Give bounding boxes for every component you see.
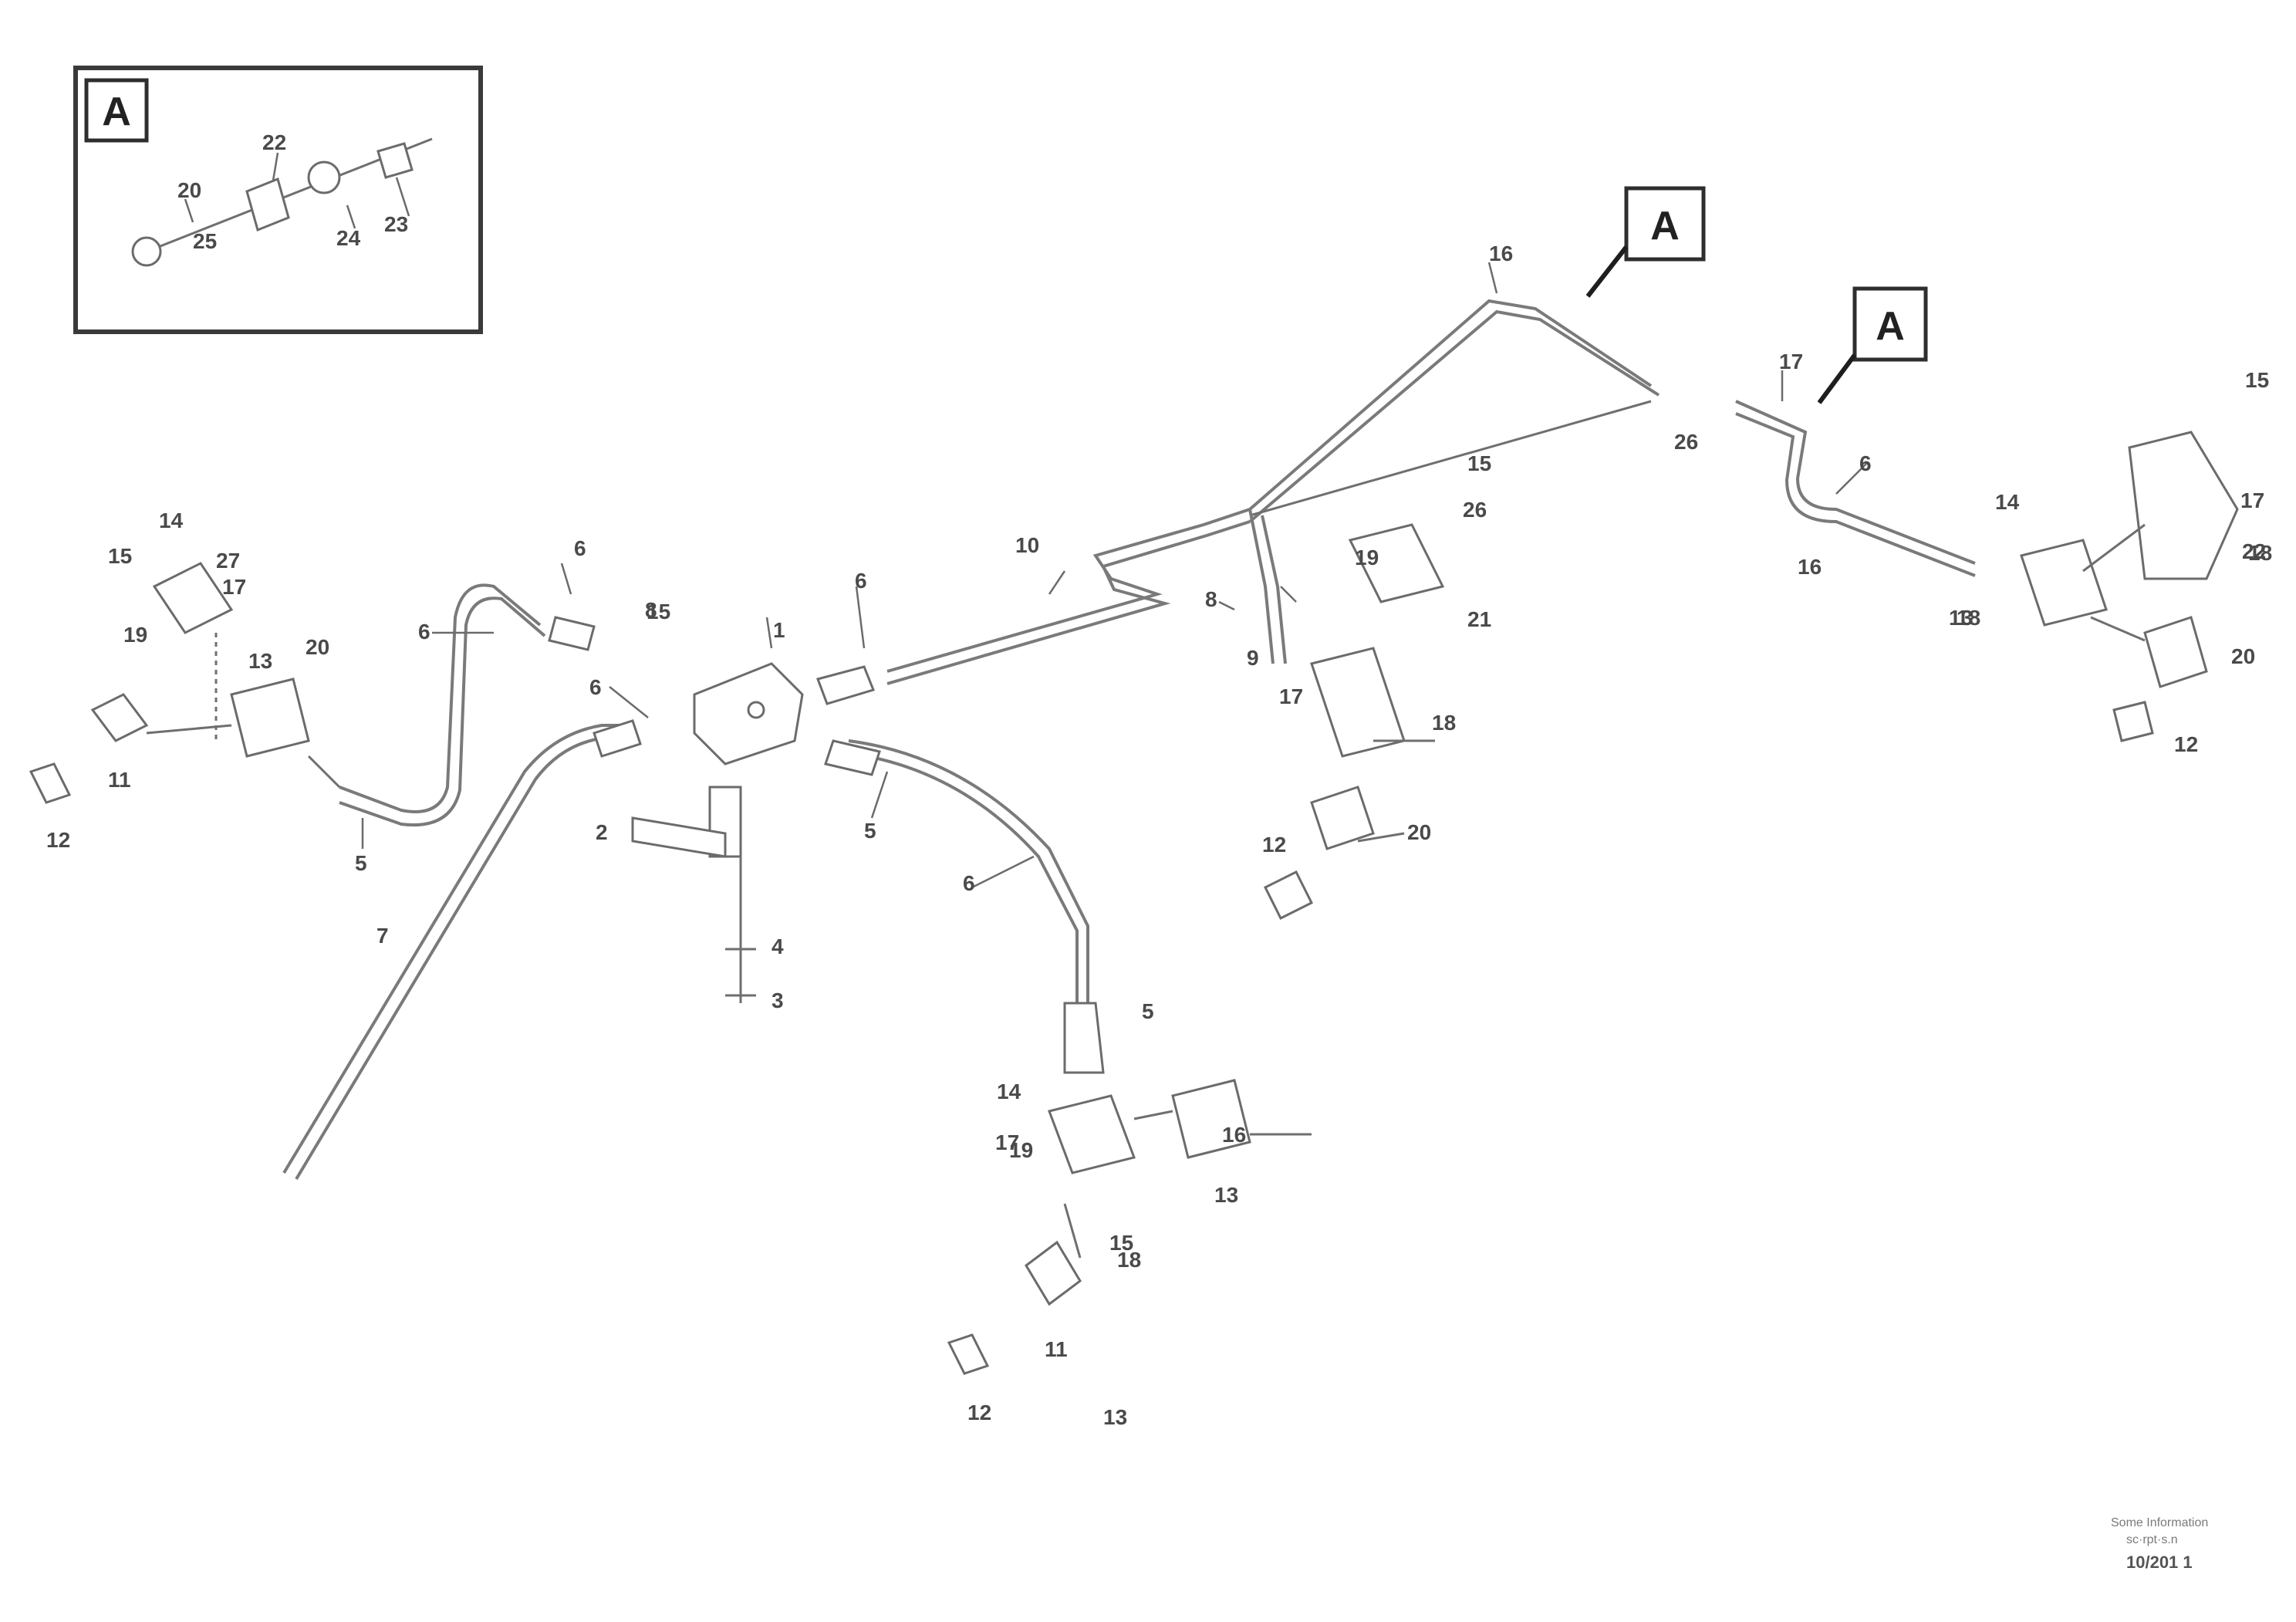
inset-label-22: 22	[262, 130, 286, 154]
reference-marker-a-1: A	[1585, 186, 1706, 298]
label-17e: 17	[2240, 488, 2264, 512]
label-6d: 6	[963, 871, 975, 895]
label-19b: 19	[123, 623, 147, 647]
label-18d: 18	[2248, 541, 2272, 565]
label-6b: 6	[574, 536, 586, 560]
inset-label-24: 24	[336, 226, 361, 250]
label-4: 4	[772, 934, 784, 958]
label-5c: 5	[1142, 999, 1154, 1023]
label-2: 2	[596, 820, 608, 844]
label-15a: 15	[108, 544, 132, 568]
label-22: 22	[2242, 539, 2266, 563]
label-27: 27	[216, 549, 240, 573]
leader-lines	[361, 262, 1868, 889]
label-16a: 16	[1489, 242, 1513, 265]
label-16c: 16	[1798, 555, 1822, 579]
label-5b: 5	[864, 819, 876, 843]
svg-text:A: A	[1650, 204, 1680, 248]
right-cluster	[2020, 431, 2239, 742]
left-cluster	[29, 562, 341, 804]
label-6f: 6	[1859, 451, 1872, 475]
label-3: 3	[772, 988, 784, 1012]
label-17d: 17	[1279, 684, 1303, 708]
label-14c: 14	[1995, 490, 2020, 514]
label-19a: 19	[1355, 546, 1379, 569]
inset-label-23: 23	[384, 212, 408, 236]
stamp-line-3: 10/201 1	[2126, 1553, 2193, 1572]
label-12b: 12	[967, 1401, 991, 1424]
label-26b: 26	[1674, 430, 1698, 454]
label-16b: 16	[1222, 1123, 1246, 1147]
bottom-cluster	[947, 1002, 1312, 1375]
label-17a: 17	[1779, 350, 1803, 373]
label-14a: 14	[159, 509, 184, 532]
label-20a: 20	[2231, 644, 2255, 668]
label-12d: 12	[2174, 732, 2198, 756]
label-14b: 14	[997, 1080, 1021, 1103]
label-17c: 17	[222, 575, 246, 599]
middle-right-cluster	[1263, 523, 1445, 921]
label-6a: 6	[418, 620, 430, 644]
central-valve-block	[548, 616, 881, 1003]
label-1: 1	[773, 618, 785, 642]
label-10: 10	[1015, 533, 1039, 557]
inset-label-20: 20	[177, 178, 201, 202]
label-6e: 6	[855, 569, 867, 593]
part-labels: 1 2 3 4 5 5 5 6 6 6 6 6 6 7 8 8 9 10 11 …	[46, 242, 2272, 1429]
label-6c: 6	[589, 675, 602, 699]
label-21: 21	[1467, 607, 1491, 631]
inset-marker-box	[84, 78, 149, 143]
label-19c: 19	[1009, 1138, 1033, 1162]
label-20c: 20	[306, 635, 329, 659]
label-13d: 13	[1103, 1405, 1127, 1429]
label-18b: 18	[1117, 1248, 1141, 1272]
label-9: 9	[1247, 646, 1259, 670]
stamp-line-2: sc·rpt·s.n	[2126, 1533, 2178, 1546]
label-11b: 11	[1045, 1337, 1068, 1361]
inset-marker-label: A	[102, 90, 131, 134]
label-15b: 15	[1467, 451, 1491, 475]
label-18a: 18	[1432, 711, 1456, 735]
label-13a: 13	[248, 649, 272, 673]
label-12c: 12	[1262, 833, 1286, 857]
label-5a: 5	[355, 851, 367, 875]
label-15c: 15	[1109, 1231, 1133, 1255]
label-8a: 8	[645, 598, 657, 622]
stamp-line-1: Some Information	[2111, 1516, 2208, 1529]
label-18c: 18	[1957, 606, 1980, 630]
drawing-stamp: Some Information sc·rpt·s.n 10/201 1	[2111, 1516, 2208, 1572]
label-7: 7	[376, 924, 389, 948]
inset-label-25: 25	[193, 229, 217, 253]
label-26a: 26	[1463, 498, 1487, 522]
inset-detail-a: A 20 22 24 23 25	[73, 66, 483, 334]
label-13c: 13	[1949, 606, 1973, 630]
label-8b: 8	[1205, 587, 1217, 611]
label-15d: 15	[2245, 368, 2269, 392]
svg-text:A: A	[1876, 304, 1905, 349]
label-17b: 17	[995, 1130, 1019, 1154]
reference-marker-a-2: A	[1817, 286, 1928, 404]
label-12a: 12	[46, 828, 70, 852]
label-11a: 11	[108, 768, 131, 792]
pipe-lines	[282, 299, 1976, 1181]
label-20b: 20	[1407, 820, 1431, 844]
label-15e: 15	[647, 600, 670, 623]
label-13b: 13	[1214, 1183, 1238, 1207]
